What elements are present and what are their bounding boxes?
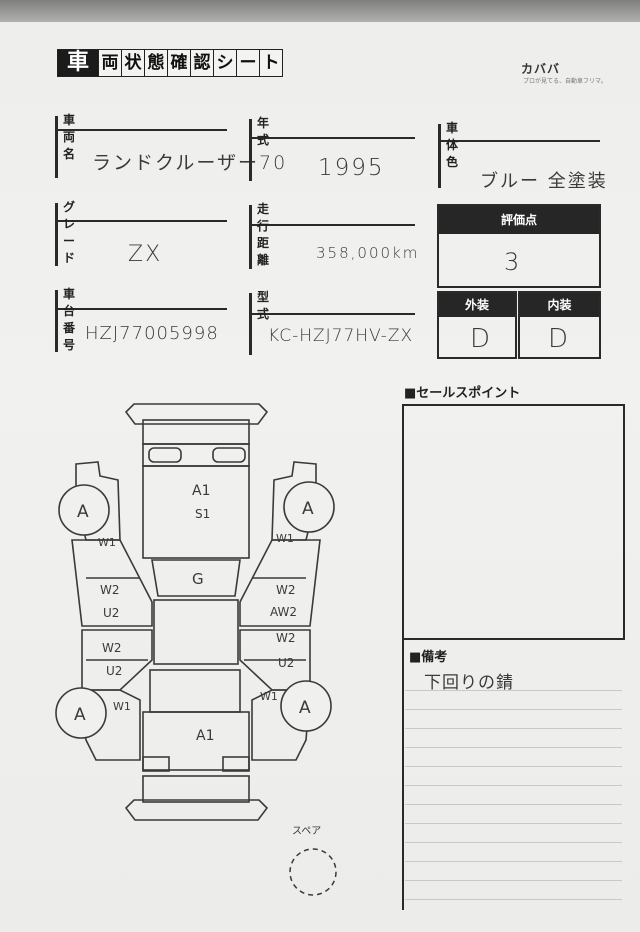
remarks-line — [405, 823, 622, 824]
right-quarter-mark: W1 — [260, 690, 278, 703]
left-fender-mark: W1 — [98, 536, 116, 549]
remarks-text: 下回りの錆 — [424, 673, 514, 693]
front-bumper-outline — [124, 403, 269, 425]
sales-points-heading: ■セールスポイント — [404, 386, 521, 401]
left-rear-door-u-mark: U2 — [106, 664, 122, 678]
left-rear-door-w-mark: W2 — [102, 641, 122, 655]
vehicle-name-value: ランドクルーザー70 — [92, 152, 288, 174]
wheel-fl-mark: A — [77, 502, 89, 522]
windshield-outline — [151, 559, 241, 597]
rear-a-mark: A1 — [196, 728, 214, 744]
title-char: ト — [259, 49, 283, 77]
remarks-line — [405, 785, 622, 786]
model-label: 型式 — [257, 290, 270, 321]
rear-glass-outline — [149, 669, 241, 713]
right-fender-mark: W1 — [276, 532, 294, 545]
right-rear-door-outline — [239, 629, 311, 691]
title-char: 態 — [144, 49, 168, 77]
left-taillight — [142, 756, 170, 772]
mileage-value: 358,000km — [316, 244, 420, 262]
mileage-label: 走行距離 — [257, 202, 270, 267]
rear-step-outline — [124, 799, 269, 821]
remarks-line — [405, 690, 622, 691]
interior-box: 内装 — [518, 291, 601, 359]
right-taillight — [222, 756, 250, 772]
body-color-value: ブルー 全塗装 — [480, 171, 608, 192]
right-front-door-outline — [239, 539, 321, 627]
rating-box: 評価点 — [437, 204, 601, 288]
left-front-door-w-mark: W2 — [100, 583, 120, 597]
right-rear-door-u-mark: U2 — [278, 656, 294, 670]
rear-bumper-outline — [142, 775, 250, 803]
right-headlight — [212, 447, 246, 463]
right-front-door-w-mark: W2 — [276, 583, 296, 597]
hood-s-mark: S1 — [195, 507, 210, 521]
remarks-line — [405, 880, 622, 881]
brand-logo: カババ — [521, 62, 561, 76]
remarks-line — [405, 728, 622, 729]
right-quarter-outline — [251, 689, 311, 761]
front-right-wheel — [283, 481, 335, 533]
remarks-line — [405, 842, 622, 843]
form-title: 車 両 状 態 確 認 シ ー ト — [57, 49, 283, 77]
chassis-number-value: HZJ77005998 — [85, 323, 219, 344]
remarks-line — [405, 747, 622, 748]
grade-label: グレード — [63, 200, 76, 265]
body-color-label: 車体色 — [446, 121, 459, 169]
spare-tire — [289, 848, 337, 896]
exterior-value: D — [470, 324, 493, 354]
title-char: シ — [213, 49, 237, 77]
left-rear-door-outline — [81, 629, 153, 691]
remarks-line — [405, 804, 622, 805]
left-front-door-u-mark: U2 — [103, 606, 119, 620]
remarks-line — [405, 766, 622, 767]
interior-value: D — [548, 324, 571, 354]
chassis-number-label: 車台番号 — [63, 287, 76, 352]
wheel-rl-mark: A — [74, 705, 86, 725]
left-headlight — [148, 447, 182, 463]
rating-label: 評価点 — [439, 206, 599, 234]
right-rear-door-w-mark: W2 — [276, 631, 296, 645]
left-front-door-outline — [71, 539, 153, 627]
brand-tagline: プロが見てる、自動車フリマ。 — [523, 78, 607, 85]
hood-a-mark: A1 — [192, 483, 210, 499]
roof-outline — [153, 599, 239, 665]
remarks-line — [405, 861, 622, 862]
title-char: ー — [236, 49, 260, 77]
remarks-left-border — [402, 640, 404, 910]
remarks-line — [405, 899, 622, 900]
hood-outline — [142, 465, 250, 559]
rating-value: 3 — [504, 248, 522, 276]
right-front-door-a-mark: AW2 — [270, 605, 297, 619]
sales-points-box — [402, 404, 625, 640]
wheel-fr-mark: A — [302, 499, 314, 519]
exterior-label: 外装 — [439, 293, 515, 317]
rear-right-wheel — [280, 680, 332, 732]
interior-label: 内装 — [520, 293, 599, 317]
front-left-wheel — [58, 484, 110, 536]
rear-body-outline — [142, 711, 250, 771]
remarks-line — [405, 709, 622, 710]
left-quarter-outline — [81, 689, 141, 761]
windshield-mark: G — [192, 570, 204, 588]
vehicle-name-label: 車両名 — [63, 113, 76, 161]
model-value: KC-HZJ77HV-ZX — [268, 326, 414, 346]
title-char: 認 — [190, 49, 214, 77]
rear-left-wheel — [55, 687, 107, 739]
title-char: 車 — [57, 49, 99, 77]
wheel-rr-mark: A — [299, 698, 311, 718]
year-label: 年式 — [257, 116, 270, 147]
spare-label: スペア — [292, 826, 321, 837]
title-char: 両 — [98, 49, 122, 77]
grade-value: ZX — [128, 242, 163, 267]
left-quarter-mark: W1 — [113, 700, 131, 713]
exterior-box: 外装 — [437, 291, 517, 359]
remarks-heading: ■備考 — [409, 650, 448, 665]
year-value: 1995 — [318, 155, 385, 181]
